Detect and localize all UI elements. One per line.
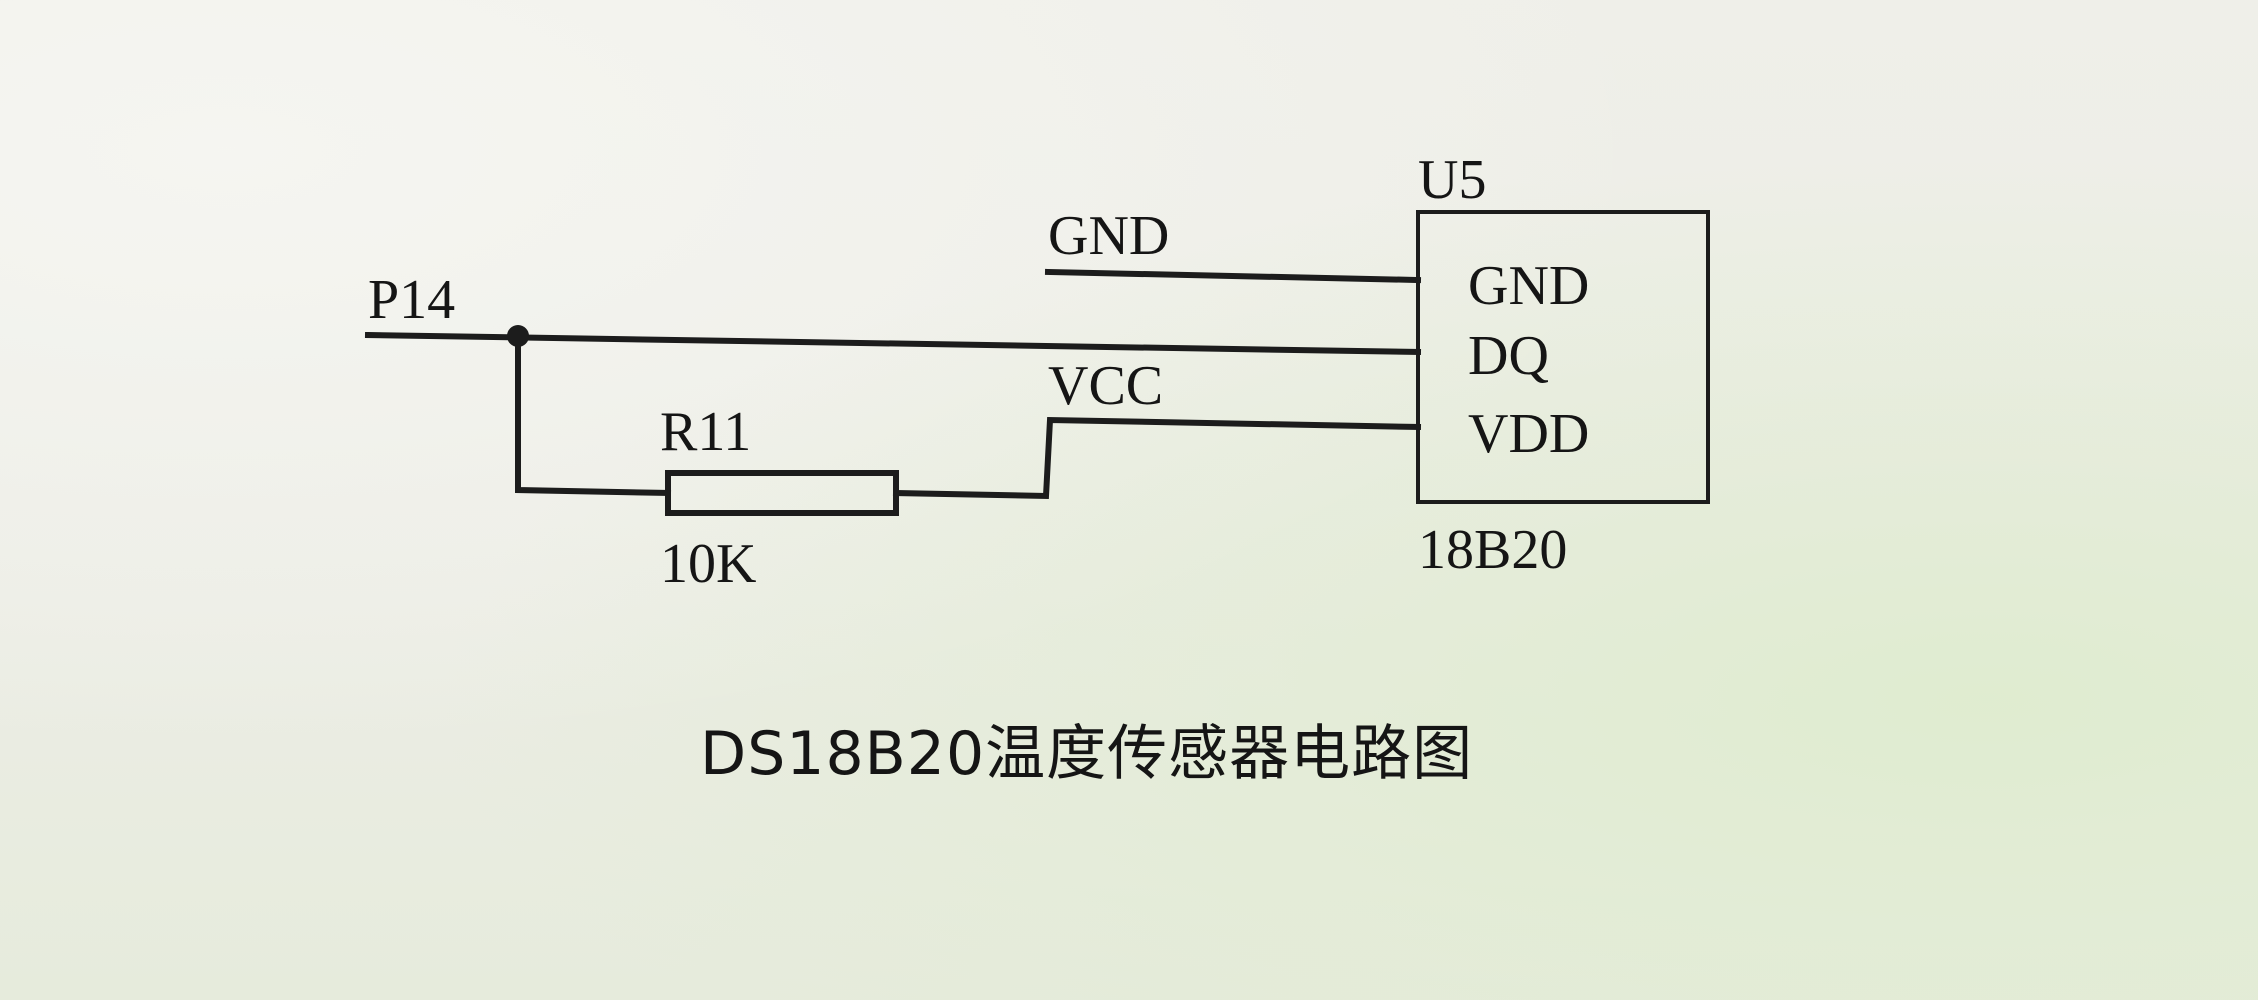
net-vcc-label: VCC	[1048, 355, 1163, 417]
chip-part-label: 18B20	[1418, 519, 1567, 581]
vcc-wire	[892, 416, 1422, 500]
resistor-ref-label: R11	[660, 401, 751, 463]
chip-ref-label: U5	[1418, 149, 1486, 211]
net-p14-label: P14	[368, 269, 455, 331]
pin-dq-label: DQ	[1468, 325, 1549, 387]
dq-wire	[364, 331, 1422, 356]
u5-chip-body	[1416, 210, 1710, 504]
resistor-value-label: 10K	[660, 533, 756, 595]
net-gnd-label: GND	[1048, 205, 1169, 267]
pin-gnd-label: GND	[1468, 255, 1589, 317]
r11-resistor-body	[665, 470, 899, 516]
diagram-title: DS18B20温度传感器电路图	[700, 719, 1473, 789]
gnd-wire	[1044, 268, 1422, 284]
pin-vdd-label: VDD	[1468, 403, 1589, 465]
pullup-left-wire	[515, 333, 672, 497]
